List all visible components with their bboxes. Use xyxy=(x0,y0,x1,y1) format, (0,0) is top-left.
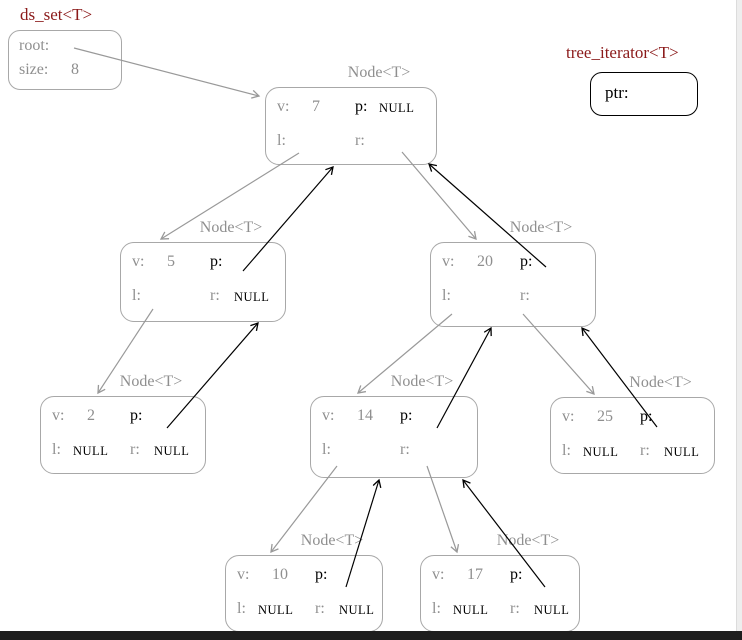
node-frame xyxy=(120,242,286,322)
field-value-v: 25 xyxy=(597,408,613,425)
bottom-bar xyxy=(0,631,742,640)
field-value-l: NULL xyxy=(73,444,109,458)
node-title: Node<T> xyxy=(390,373,454,390)
field-label-p: p: xyxy=(510,566,523,583)
field-label-v: v: xyxy=(322,407,335,424)
node-title: Node<T> xyxy=(119,373,183,390)
field-value-v: 20 xyxy=(477,253,493,270)
node-14: Node<T> v: 14 p: l: r: xyxy=(310,373,478,478)
field-label-p: p: xyxy=(315,566,328,583)
node-frame xyxy=(550,397,715,474)
tree-iterator-box: ptr: xyxy=(590,72,698,116)
field-value-r: NULL xyxy=(664,445,700,459)
field-value-v: 10 xyxy=(272,566,288,583)
node-frame xyxy=(310,396,478,478)
field-label-r: r: xyxy=(510,600,520,617)
node-frame xyxy=(265,87,437,165)
field-label-r: r: xyxy=(315,600,325,617)
field-label-r: r: xyxy=(130,441,140,458)
node-2: Node<T> v: 2 p: l: NULL r: NULL xyxy=(40,373,206,474)
field-label-l: l: xyxy=(132,287,141,304)
field-value-r: NULL xyxy=(154,444,190,458)
field-label-p: p: xyxy=(400,407,413,424)
node-10: Node<T> v: 10 p: l: NULL r: NULL xyxy=(225,532,383,632)
node-title: Node<T> xyxy=(509,219,573,236)
field-label-r: r: xyxy=(210,287,220,304)
field-value-v: 5 xyxy=(167,253,175,270)
node-title: Node<T> xyxy=(300,532,364,549)
tree-iterator-title: tree_iterator<T> xyxy=(566,43,679,62)
field-value-v: 17 xyxy=(467,566,483,583)
field-label-p: p: xyxy=(130,407,143,424)
node-17: Node<T> v: 17 p: l: NULL r: NULL xyxy=(420,532,580,632)
node-title: Node<T> xyxy=(629,374,692,391)
node-7: Node<T> v: 7 p: NULL l: r: xyxy=(265,64,437,165)
field-value-l: NULL xyxy=(258,603,294,617)
field-label-v: v: xyxy=(132,253,145,270)
node-5: Node<T> v: 5 p: l: r: NULL xyxy=(120,219,286,322)
field-label-r: r: xyxy=(355,132,365,149)
field-value-v: 14 xyxy=(357,407,373,424)
field-label-l: l: xyxy=(562,442,571,459)
ds-set-title: ds_set<T> xyxy=(20,5,93,24)
node-title: Node<T> xyxy=(347,64,411,81)
field-label-v: v: xyxy=(562,408,575,425)
field-value-p: NULL xyxy=(379,101,415,115)
field-label-r: r: xyxy=(640,442,650,459)
scrollbar-track[interactable] xyxy=(736,0,742,640)
field-label-r: r: xyxy=(520,287,530,304)
field-label-p: p: xyxy=(355,98,368,115)
field-label-p: p: xyxy=(520,253,533,270)
field-label-l: l: xyxy=(52,441,61,458)
field-value-r: NULL xyxy=(339,603,375,617)
field-label-v: v: xyxy=(237,566,250,583)
node-20: Node<T> v: 20 p: l: r: xyxy=(430,219,596,327)
field-label-v: v: xyxy=(277,98,290,115)
node-title: Node<T> xyxy=(496,532,560,549)
edge-7r-to-20 xyxy=(401,151,476,239)
field-label-p: p: xyxy=(640,408,653,425)
field-label-v: v: xyxy=(432,566,445,583)
ds-set-box: root: size: 8 xyxy=(8,30,122,90)
field-value-v: 2 xyxy=(87,407,95,424)
field-label-l: l: xyxy=(432,600,441,617)
node-frame xyxy=(40,396,206,474)
field-value-l: NULL xyxy=(583,445,619,459)
field-value-r: NULL xyxy=(534,603,570,617)
field-label-l: l: xyxy=(277,132,286,149)
field-label-v: v: xyxy=(442,253,455,270)
field-label-l: l: xyxy=(322,441,331,458)
size-field-label: size: xyxy=(19,61,49,78)
root-field-label: root: xyxy=(19,37,50,54)
node-frame xyxy=(430,242,596,327)
field-value-l: NULL xyxy=(453,603,489,617)
field-label-v: v: xyxy=(52,407,65,424)
size-field-value: 8 xyxy=(71,61,79,78)
field-label-l: l: xyxy=(442,287,451,304)
field-label-p: p: xyxy=(210,253,223,270)
ptr-field-label: ptr: xyxy=(605,83,629,102)
field-value-r: NULL xyxy=(234,290,270,304)
node-title: Node<T> xyxy=(199,219,263,236)
field-label-l: l: xyxy=(237,600,246,617)
field-label-r: r: xyxy=(400,441,410,458)
node-25: Node<T> v: 25 p: l: NULL r: NULL xyxy=(550,374,715,474)
field-value-v: 7 xyxy=(312,98,320,115)
edge-14r-to-17 xyxy=(426,465,457,552)
